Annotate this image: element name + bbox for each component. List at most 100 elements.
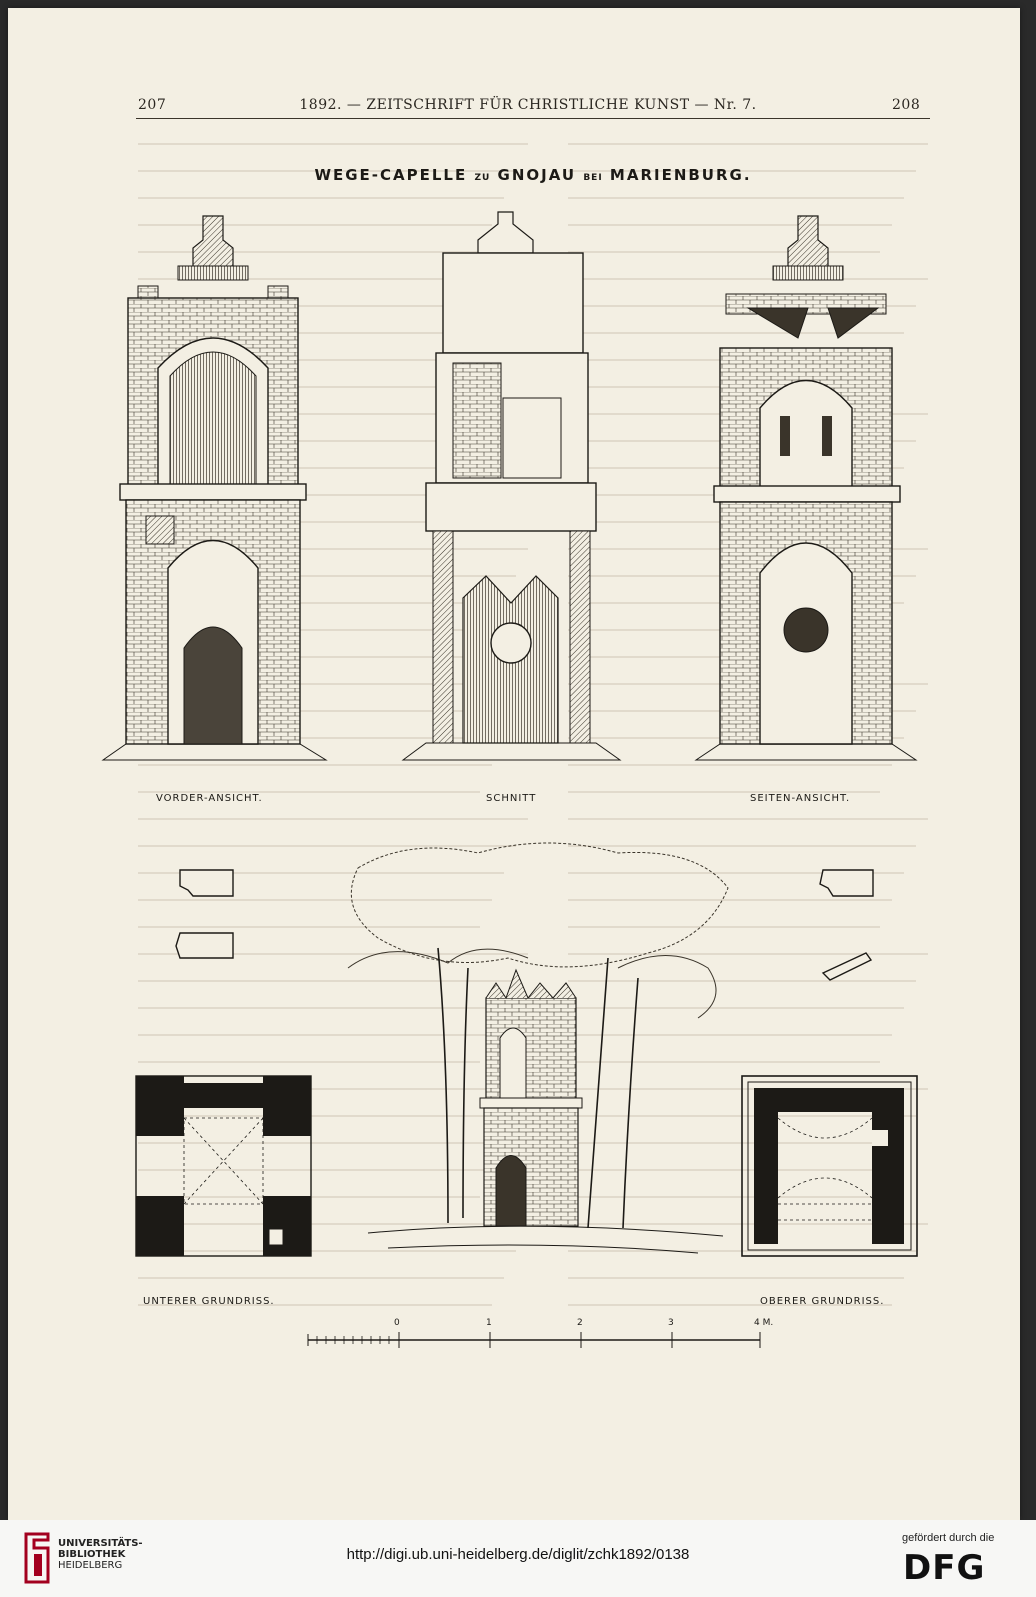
show-through-line (138, 413, 528, 415)
show-through-line (138, 602, 504, 604)
caption-front-elevation: VORDER-ANSICHT. (156, 793, 263, 804)
show-through-line (568, 1142, 904, 1144)
show-through-line (568, 953, 928, 955)
digitization-footer: UNIVERSITÄTS- BIBLIOTHEK HEIDELBERG http… (0, 1520, 1036, 1597)
show-through-line (568, 332, 904, 334)
show-through-line (138, 818, 528, 820)
caption-upper-plan: OBERER GRUNDRISS. (760, 1296, 885, 1307)
perspective-view (347, 842, 729, 1254)
show-through-line (138, 1061, 480, 1063)
show-through-line (138, 386, 480, 388)
show-through-line (138, 1250, 516, 1252)
front-elevation-drawing (101, 215, 328, 761)
show-through-line (138, 440, 516, 442)
plate-title-word-4: BEI (583, 173, 603, 183)
show-through-line (568, 926, 880, 928)
library-name-line-1: UNIVERSITÄTS- (58, 1538, 143, 1549)
show-through-line (138, 143, 528, 145)
scale-label-2: 2 (577, 1318, 583, 1328)
side-elevation-drawing (694, 215, 918, 761)
show-through-line (568, 197, 904, 199)
show-through-line (138, 494, 492, 496)
page-number-left: 207 (138, 97, 167, 113)
library-name: UNIVERSITÄTS- BIBLIOTHEK HEIDELBERG (58, 1538, 143, 1571)
funding-note: gefördert durch die (902, 1532, 995, 1544)
caption-section: SCHNITT (486, 793, 537, 804)
show-through-line (138, 656, 480, 658)
show-through-line (138, 980, 516, 982)
show-through-line (568, 251, 880, 253)
show-through-line (138, 332, 504, 334)
show-through-line (138, 899, 492, 901)
permalink-url[interactable]: http://digi.ub.uni-heidelberg.de/diglit/… (346, 1546, 690, 1563)
show-through-line (138, 224, 492, 226)
show-through-line (568, 818, 928, 820)
show-through-line (568, 980, 916, 982)
show-through-line (138, 791, 480, 793)
show-through-line (138, 737, 504, 739)
show-through-line (568, 845, 916, 847)
plate-title-word-2: ZU (474, 173, 491, 183)
show-through-line (138, 926, 480, 928)
scale-label-1: 1 (486, 1318, 492, 1328)
show-through-line (138, 1304, 492, 1306)
journal-page: 207 1892. — ZEITSCHRIFT FÜR CHRISTLICHE … (8, 8, 1020, 1520)
library-name-line-3: HEIDELBERG (58, 1560, 123, 1571)
show-through-line (138, 305, 516, 307)
library-logo-icon (24, 1532, 50, 1584)
show-through-line (138, 683, 528, 685)
show-through-line (138, 359, 492, 361)
plate-title-word-3: GNOJAU (497, 166, 577, 184)
plate-title: WEGE-CAPELLE ZU GNOJAU BEI MARIENBURG. (148, 166, 918, 184)
show-through-line (568, 1034, 892, 1036)
show-through-line (568, 1061, 880, 1063)
show-through-line (568, 278, 928, 280)
show-through-line (568, 1007, 904, 1009)
show-through-line (138, 1007, 504, 1009)
show-through-line (138, 1169, 492, 1171)
moulding-profiles (175, 869, 874, 981)
caption-side-elevation: SEITEN-ANSICHT. (750, 793, 851, 804)
scale-label-3: 3 (668, 1318, 674, 1328)
header-rule (136, 118, 930, 119)
show-through-line (138, 467, 504, 469)
show-through-line (568, 224, 892, 226)
scale-label-0: 0 (394, 1318, 400, 1328)
library-name-line-2: BIBLIOTHEK (58, 1549, 126, 1560)
show-through-line (138, 1088, 528, 1090)
show-through-line (138, 1034, 492, 1036)
show-through-line (568, 170, 916, 172)
show-through-line (568, 1277, 904, 1279)
plate-title-word-1: WEGE-CAPELLE (314, 166, 468, 184)
architectural-drawings (101, 211, 918, 1348)
show-through-line (138, 251, 480, 253)
running-title: 1892. — ZEITSCHRIFT FÜR CHRISTLICHE KUNS… (299, 97, 757, 113)
section-drawing (401, 211, 622, 761)
caption-lower-plan: UNTERER GRUNDRISS. (143, 1296, 275, 1307)
show-through-line (568, 143, 928, 145)
show-through-line (568, 899, 892, 901)
show-through-line (138, 845, 516, 847)
plate-title-word-5: MARIENBURG. (609, 166, 752, 184)
show-through-line (568, 1196, 880, 1198)
show-through-line (138, 548, 528, 550)
show-through-line (138, 575, 516, 577)
show-through-line (138, 197, 504, 199)
show-through-line (568, 1304, 892, 1306)
show-through-line (138, 764, 492, 766)
dfg-logo-icon: DFG (903, 1548, 986, 1588)
show-through-line (568, 791, 880, 793)
show-through-line (138, 1277, 504, 1279)
show-through-line (138, 1115, 516, 1117)
show-through-line (568, 1169, 892, 1171)
show-through-line (568, 764, 892, 766)
scale-label-4: 4 M. (754, 1318, 774, 1328)
page-number-right: 208 (892, 97, 921, 113)
upper-floor-plan (741, 1075, 918, 1257)
scale-bar (307, 1332, 761, 1348)
lower-floor-plan (135, 1075, 312, 1257)
show-through-line (138, 1142, 504, 1144)
show-through-line (138, 872, 504, 874)
show-through-line (138, 1223, 528, 1225)
show-through-line (138, 521, 480, 523)
